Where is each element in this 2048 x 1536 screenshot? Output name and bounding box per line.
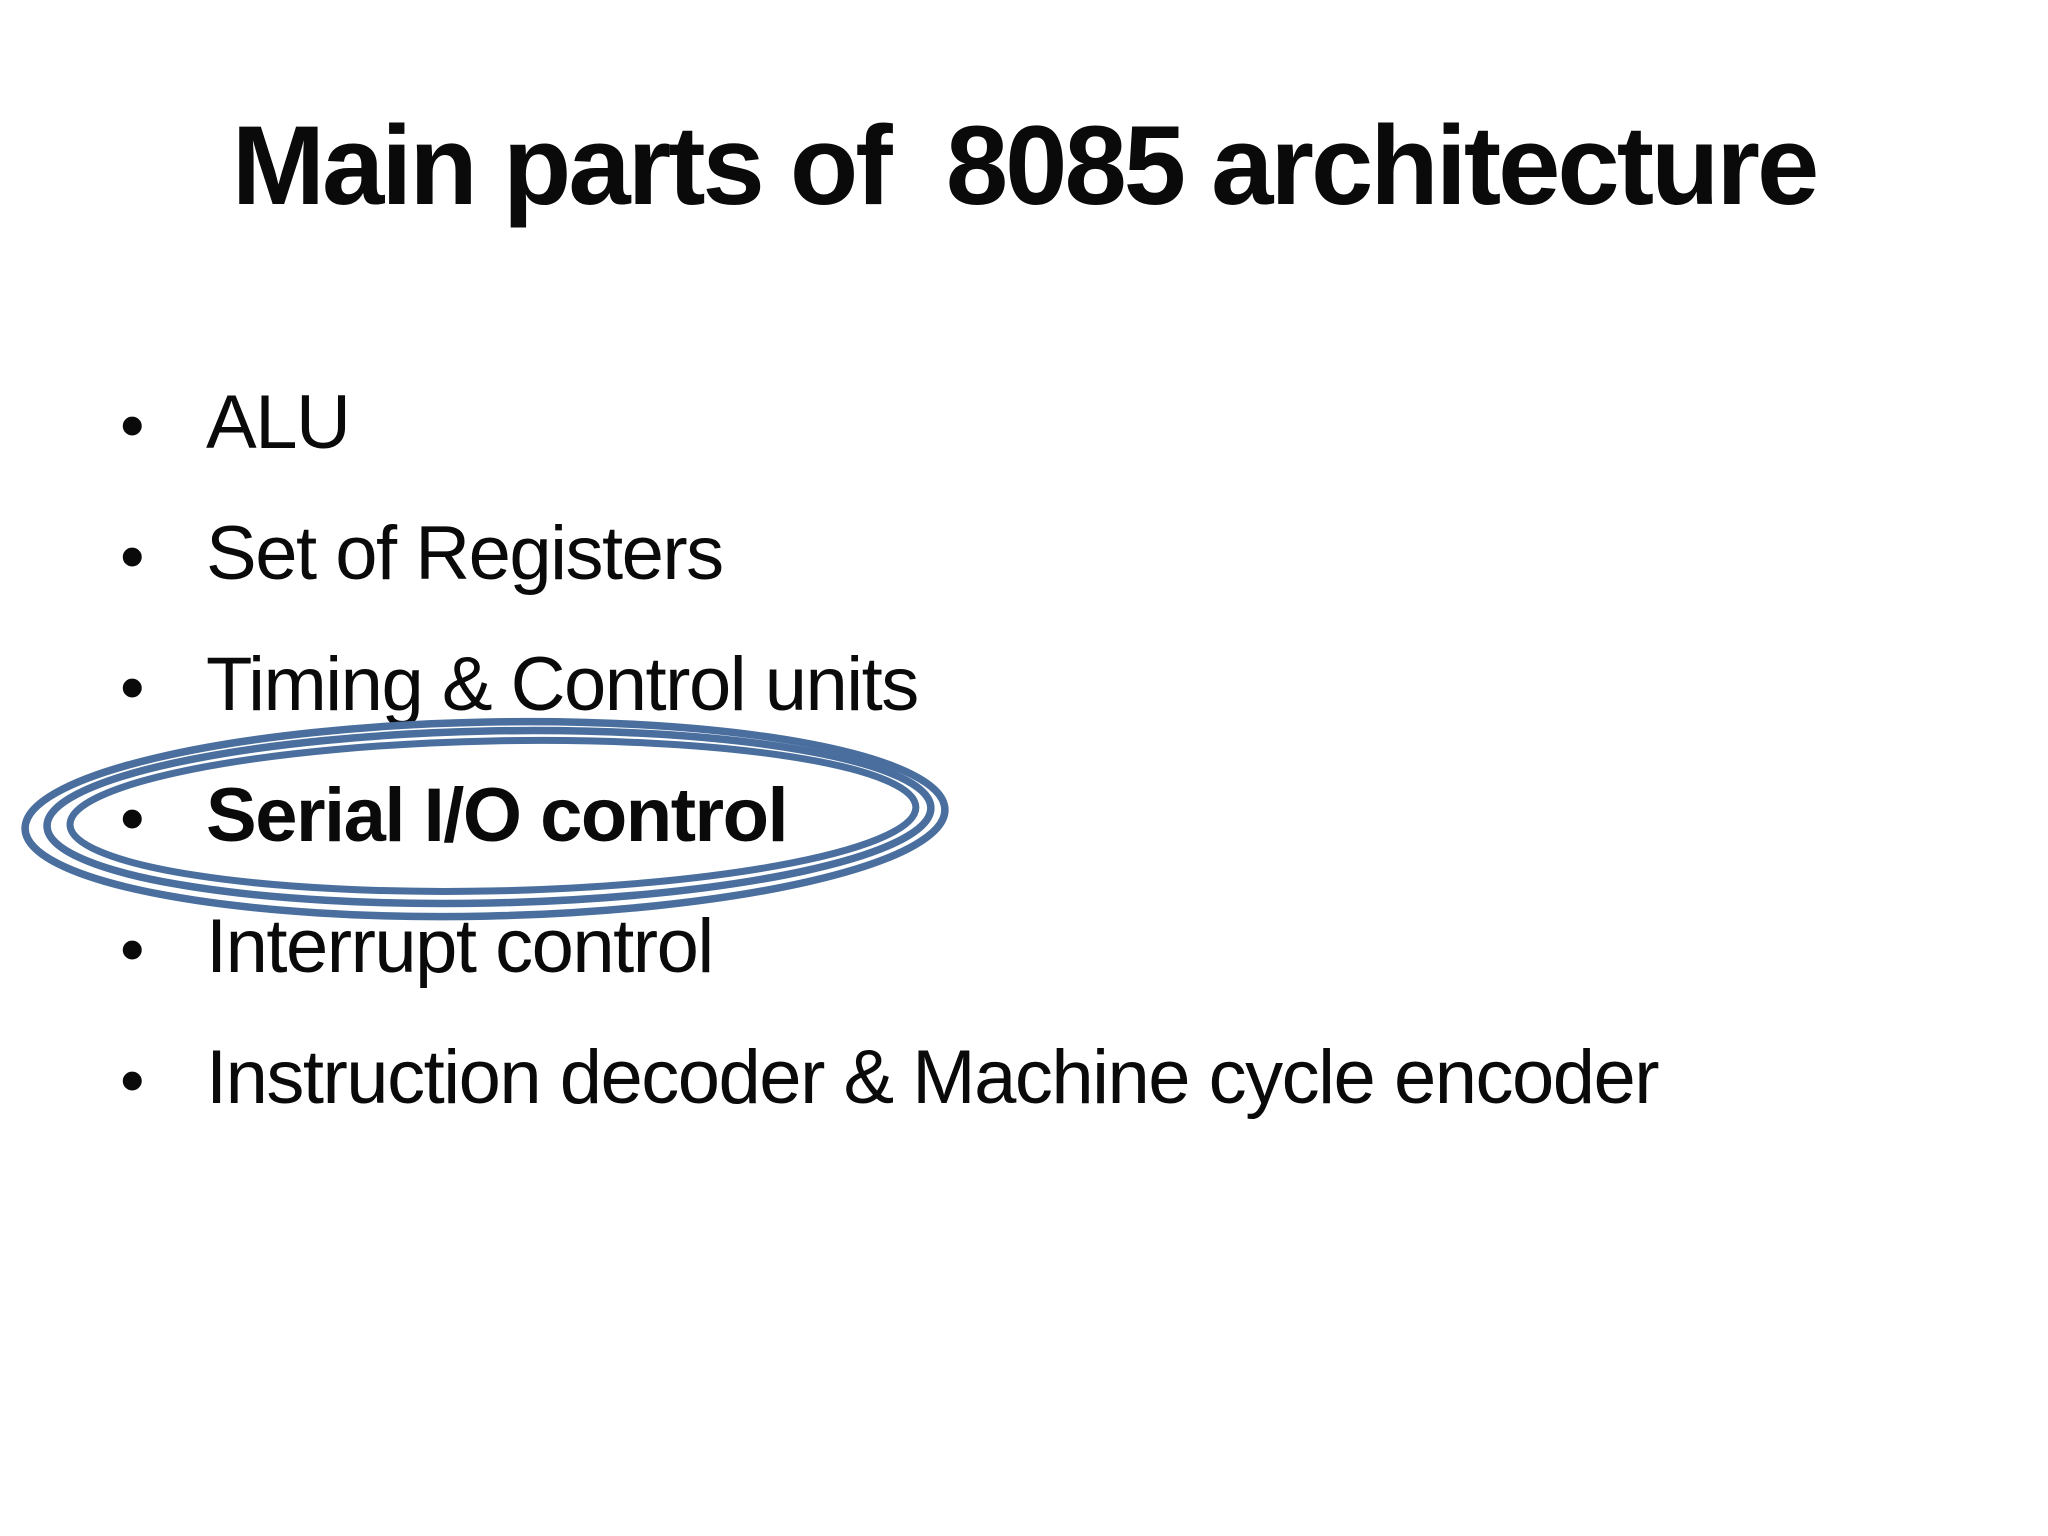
bullet-icon: • xyxy=(120,386,145,465)
list-item-interrupt-control: • Interrupt control xyxy=(120,881,1988,1012)
bullet-icon: • xyxy=(120,910,145,989)
list-item-set-of-registers: • Set of Registers xyxy=(120,488,1988,619)
bullet-label: Serial I/O control xyxy=(206,772,789,858)
list-item-instruction-decoder: • Instruction decoder & Machine cycle en… xyxy=(120,1012,1988,1143)
bullet-label: Timing & Control units xyxy=(206,641,919,727)
list-item-timing-control-units: • Timing & Control units xyxy=(120,619,1988,750)
bullet-label: Instruction decoder & Machine cycle enco… xyxy=(206,1034,1660,1120)
bullet-icon: • xyxy=(120,648,145,727)
bullet-list: • ALU • Set of Registers • Timing & Cont… xyxy=(120,357,1988,1143)
list-item-alu: • ALU xyxy=(120,357,1988,488)
bullet-icon: • xyxy=(120,517,145,596)
bullet-icon: • xyxy=(120,779,145,858)
bullet-icon: • xyxy=(120,1041,145,1120)
bullet-label: Interrupt control xyxy=(206,903,714,989)
bullet-label: ALU xyxy=(206,379,351,465)
list-item-serial-io-control: • Serial I/O control xyxy=(120,750,1988,881)
bullet-label: Set of Registers xyxy=(206,510,724,596)
slide-title: Main parts of 8085 architecture xyxy=(231,103,1820,228)
